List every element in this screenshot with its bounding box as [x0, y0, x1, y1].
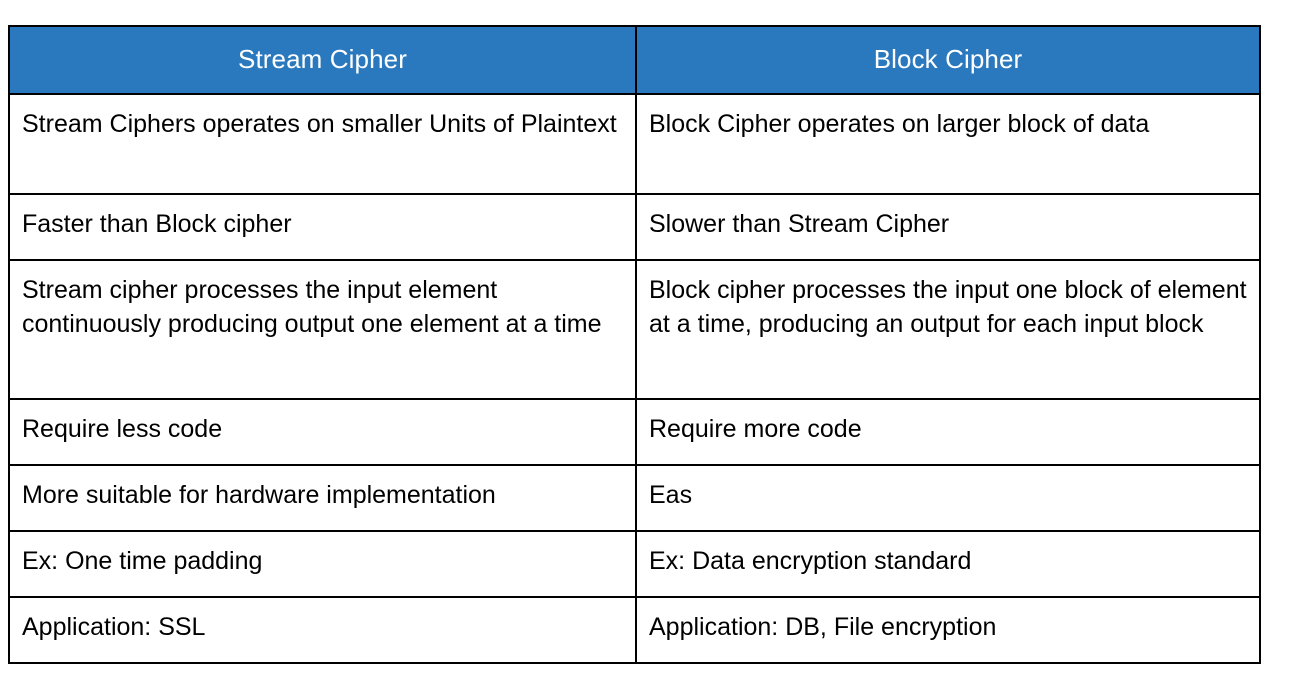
header-row: Stream Cipher Block Cipher — [8, 25, 1261, 95]
cell-text: Application: SSL — [22, 613, 206, 641]
cell-block-cipher: Block cipher processes the input one blo… — [635, 259, 1261, 400]
cell-stream-cipher: Faster than Block cipher — [8, 193, 637, 261]
cell-text: Require more code — [649, 415, 862, 443]
table-row: Faster than Block cipher Slower than Str… — [8, 193, 1261, 261]
cell-text: More suitable for hardware implementatio… — [22, 481, 496, 509]
cell-stream-cipher: Ex: One time padding — [8, 530, 637, 598]
cell-stream-cipher: More suitable for hardware implementatio… — [8, 464, 637, 532]
cell-block-cipher: Slower than Stream Cipher — [635, 193, 1261, 261]
cell-block-cipher: Block Cipher operates on larger block of… — [635, 93, 1261, 195]
table-row: Application: SSL Application: DB, File e… — [8, 596, 1261, 664]
cell-text: Slower than Stream Cipher — [649, 210, 950, 238]
table-header: Stream Cipher Block Cipher — [8, 25, 1261, 95]
table-row: Stream cipher processes the input elemen… — [8, 259, 1261, 400]
cell-stream-cipher: Application: SSL — [8, 596, 637, 664]
cell-text: Application: DB, File encryption — [649, 613, 997, 641]
column-header-label: Stream Cipher — [238, 44, 407, 75]
column-header-block-cipher: Block Cipher — [635, 25, 1261, 95]
cell-text: Stream Ciphers operates on smaller Units… — [22, 110, 617, 138]
cell-block-cipher: Eas — [635, 464, 1261, 532]
table-row: Stream Ciphers operates on smaller Units… — [8, 93, 1261, 195]
cell-text: Block cipher processes the input one blo… — [649, 276, 1247, 338]
column-header-stream-cipher: Stream Cipher — [8, 25, 637, 95]
table-body: Stream Ciphers operates on smaller Units… — [8, 93, 1261, 664]
cell-text: Ex: Data encryption standard — [649, 547, 972, 575]
cell-text: Require less code — [22, 415, 223, 443]
cell-text: Faster than Block cipher — [22, 210, 292, 238]
comparison-table: Stream Cipher Block Cipher Stream Cipher… — [8, 25, 1261, 664]
cell-text: Eas — [649, 481, 693, 509]
cell-stream-cipher: Stream cipher processes the input elemen… — [8, 259, 637, 400]
cell-block-cipher: Ex: Data encryption standard — [635, 530, 1261, 598]
table-row: More suitable for hardware implementatio… — [8, 464, 1261, 532]
column-header-label: Block Cipher — [873, 44, 1023, 75]
table-row: Ex: One time padding Ex: Data encryption… — [8, 530, 1261, 598]
cell-stream-cipher: Stream Ciphers operates on smaller Units… — [8, 93, 637, 195]
cell-text: Ex: One time padding — [22, 547, 263, 575]
table-row: Require less code Require more code — [8, 398, 1261, 466]
cell-block-cipher: Require more code — [635, 398, 1261, 466]
cell-block-cipher: Application: DB, File encryption — [635, 596, 1261, 664]
cell-stream-cipher: Require less code — [8, 398, 637, 466]
cell-text: Stream cipher processes the input elemen… — [22, 276, 602, 338]
cell-text: Block Cipher operates on larger block of… — [649, 110, 1150, 138]
